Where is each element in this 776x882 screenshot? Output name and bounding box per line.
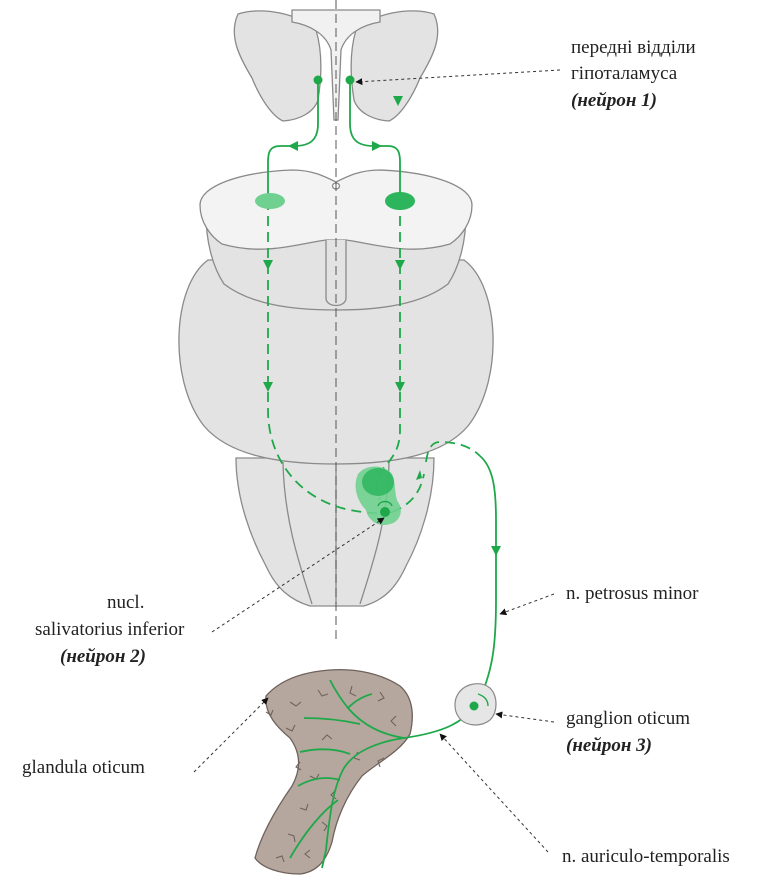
label-hypothalamus-line2: гіпоталамуса (571, 63, 678, 84)
label-glandula: glandula oticum (22, 757, 145, 778)
label-neuron1: (нейрон 1) (571, 90, 657, 111)
midbrain-nucleus-left (255, 193, 285, 209)
neuron2-soma (380, 507, 390, 517)
label-petrosus: n. petrosus minor (566, 583, 699, 604)
ganglion-oticum (455, 684, 496, 725)
neuron1-right-soma (346, 76, 355, 85)
hypothalamus-right (351, 11, 438, 121)
label-auriculo: n. auriculo-temporalis (562, 846, 730, 867)
label-hypothalamus-line1: передні відділи (571, 37, 696, 58)
n-petrosus-minor (476, 456, 496, 706)
glandula-oticum (255, 670, 412, 874)
label-ganglion: ganglion oticum (566, 708, 690, 729)
neuron1-left-soma (314, 76, 323, 85)
hypothalamus-left (234, 11, 321, 121)
midbrain-nucleus-right (385, 192, 415, 210)
label-neuron3: (нейрон 3) (566, 735, 652, 756)
label-neuron2: (нейрон 2) (60, 646, 146, 667)
medulla-lower (236, 458, 434, 606)
label-nucl-line1: nucl. (107, 592, 144, 613)
label-nucl-line2: salivatorius inferior (35, 619, 185, 640)
neuron3-soma (470, 702, 479, 711)
